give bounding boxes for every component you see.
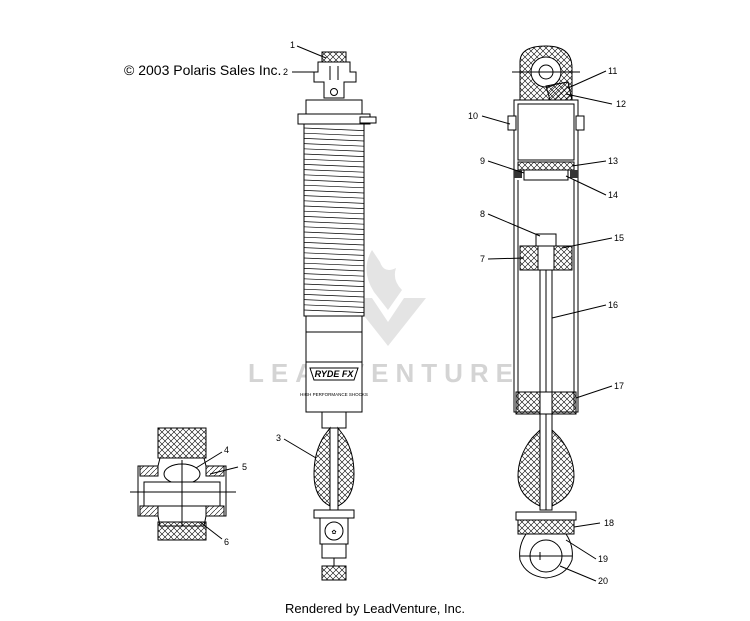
spring-coil-line — [303, 221, 365, 225]
shock-cutaway — [507, 45, 585, 579]
spring-coil-line — [303, 153, 365, 157]
callout-2: 2 — [283, 67, 288, 77]
spring-coil-line — [303, 216, 365, 220]
spring-coil-line — [303, 205, 365, 209]
spring-coil-line — [303, 236, 365, 241]
spring-coil-line — [303, 299, 365, 303]
spring-coil-line — [303, 268, 365, 272]
shock-tagline: HIGH PERFORMANCE SHOCKS — [300, 392, 368, 397]
callout-19: 19 — [598, 554, 608, 564]
copyright-notice: © 2003 Polaris Sales Inc. — [124, 62, 282, 78]
cutaway-lower-clevis — [517, 519, 575, 535]
bushing-top-hatch — [157, 427, 207, 459]
spring-coil-line — [303, 247, 365, 251]
spring-coil-line — [303, 200, 365, 204]
shock-logo-icon: RYDE FX HIGH PERFORMANCE SHOCKS — [300, 367, 368, 397]
top-bushing — [321, 51, 347, 63]
floating-piston — [523, 169, 569, 181]
callout-10: 10 — [468, 111, 478, 121]
watermark-text: LEADVENTURE — [248, 358, 520, 388]
spring-coil-line — [303, 184, 365, 189]
spring-coil-line — [303, 164, 365, 168]
spring-collar — [297, 113, 371, 125]
spring-coil-line — [303, 288, 365, 293]
callout-8: 8 — [480, 209, 485, 219]
svg-text:✿: ✿ — [331, 529, 336, 536]
spring-coil-line — [303, 242, 365, 246]
watermark: LEADVENTURE — [248, 250, 520, 388]
callout-4: 4 — [224, 445, 229, 455]
spring-coil-line — [303, 294, 365, 298]
callout-14: 14 — [608, 190, 618, 200]
callout-12: 12 — [616, 99, 626, 109]
shock-body-lower — [305, 315, 363, 413]
callout-3: 3 — [276, 433, 281, 443]
spring-coil-line — [303, 190, 365, 194]
shock-exterior: RYDE FX HIGH PERFORMANCE SHOCKS ✿ — [297, 51, 377, 581]
spring-coil-line — [303, 179, 365, 183]
spring-coil-line — [303, 309, 365, 313]
bushing-bottom-hatch — [157, 521, 207, 541]
watermark-v-icon — [350, 298, 426, 346]
spring-coil-line — [303, 174, 365, 178]
watermark-flame-icon — [366, 250, 402, 310]
bump-stop-right — [337, 426, 355, 507]
callout-16: 16 — [608, 300, 618, 310]
callout-7: 7 — [480, 254, 485, 264]
spring-coil-line — [303, 148, 365, 152]
cutaway-bump-stop-right — [551, 428, 575, 507]
spring-coil-line — [303, 210, 365, 215]
spring-coil-line — [303, 252, 365, 256]
callout-17: 17 — [614, 381, 624, 391]
cutaway-bump-stop-left — [517, 428, 541, 507]
shock-body-top — [305, 99, 363, 115]
shaft — [329, 427, 339, 513]
callout-15: 15 — [614, 233, 624, 243]
spring-coil-line — [303, 231, 365, 235]
callout-labels: 1 2 3 4 5 6 7 8 9 10 11 12 13 14 15 16 1… — [224, 40, 626, 586]
callout-18: 18 — [604, 518, 614, 528]
lower-bushing — [321, 565, 347, 581]
spring-coil-line — [303, 283, 365, 287]
spring-coil-line — [303, 226, 365, 230]
callout-leaders — [195, 45, 613, 582]
bump-stop-left — [313, 426, 331, 507]
callout-5: 5 — [242, 462, 247, 472]
spring-coil-line — [303, 143, 365, 147]
callout-6: 6 — [224, 537, 229, 547]
spring-coil-line — [303, 257, 365, 261]
spring-coils — [303, 127, 365, 313]
spring-coil-line — [303, 195, 365, 199]
reservoir — [517, 103, 575, 161]
spring-coil-line — [303, 278, 365, 282]
callout-11: 11 — [608, 66, 617, 76]
bushing-detail — [130, 427, 236, 541]
shock-logo-text: RYDE FX — [315, 369, 355, 379]
coil-spring — [303, 123, 365, 317]
callout-13: 13 — [608, 156, 618, 166]
callout-20: 20 — [598, 576, 608, 586]
rendered-by-footer: Rendered by LeadVenture, Inc. — [285, 601, 465, 616]
spring-coil-line — [303, 304, 365, 308]
floating-piston-seal — [517, 161, 575, 171]
spring-coil-line — [303, 262, 365, 267]
spring-coil-line — [303, 138, 365, 142]
spring-coil-line — [303, 273, 365, 277]
spring-coil-line — [303, 158, 365, 163]
callout-1: 1 — [290, 40, 295, 50]
spring-coil-line — [303, 169, 365, 173]
spring-coil-line — [303, 132, 365, 137]
callout-9: 9 — [480, 156, 485, 166]
spring-coil-line — [303, 127, 365, 131]
